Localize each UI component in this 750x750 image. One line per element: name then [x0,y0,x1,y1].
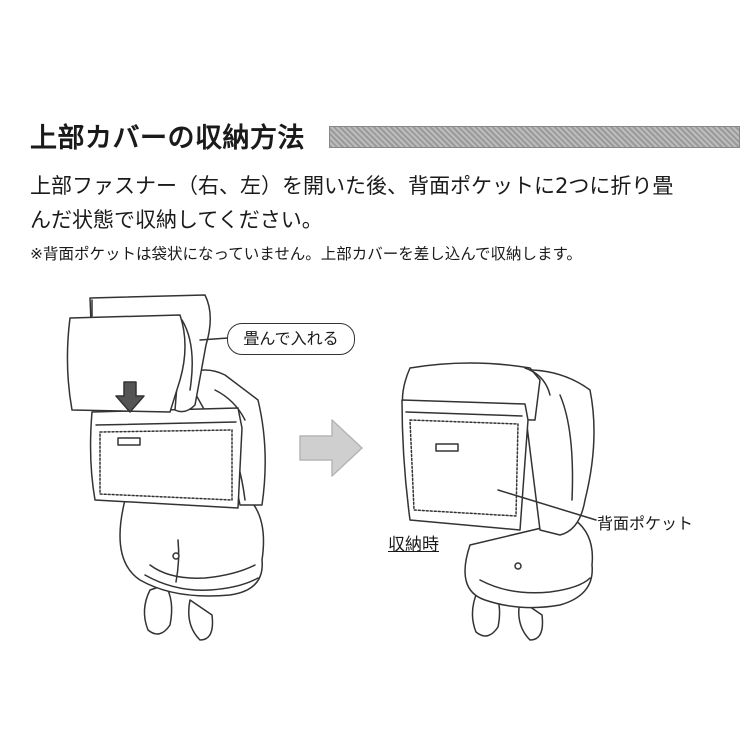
section-title: 上部カバーの収納方法 [30,123,305,154]
left-figure [66,294,266,641]
right-arrow-icon [299,419,363,477]
title-decorative-bar [329,126,740,148]
instruction-line-2: んだ状態で収納してください。 [30,208,323,232]
storage-state-label: 収納時 [388,535,439,555]
right-figure [401,362,597,641]
instruction-note: ※背面ポケットは袋状になっていません。上部カバーを差し込んで収納します。 [30,245,582,263]
down-arrow-icon [115,381,145,413]
instruction-line-1: 上部ファスナー（右、左）を開いた後、背面ポケットに2つに折り畳 [30,174,674,198]
back-pocket-label: 背面ポケット [597,514,694,533]
fold-insert-callout: 畳んで入れる [227,323,355,355]
